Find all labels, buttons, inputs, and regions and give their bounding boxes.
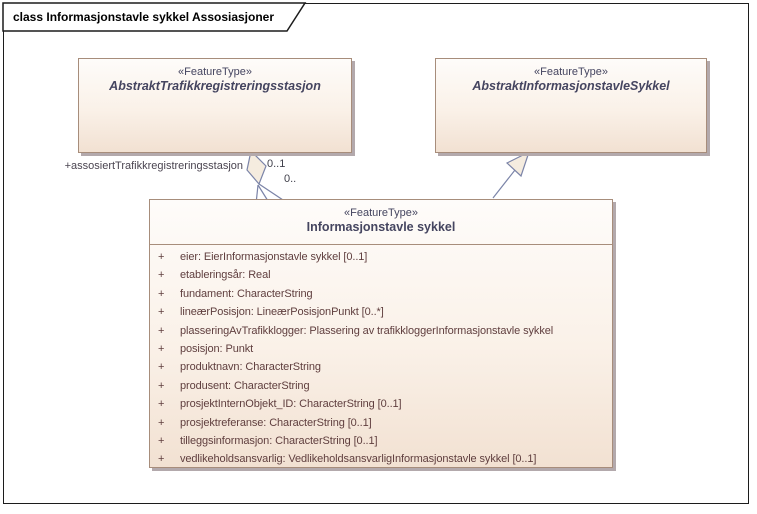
attribute-text: etableringsår: Real — [180, 269, 271, 282]
attribute-row: + fundament: CharacterString — [150, 285, 612, 303]
association-role-label: +assosiertTrafikkregistreringsstasjon — [64, 160, 243, 172]
attribute-visibility: + — [158, 251, 165, 263]
class-abstrakt-informasjonstavle-sykkel[interactable]: «FeatureType» AbstraktInformasjonstavleS… — [435, 58, 707, 153]
class-name: AbstraktTrafikkregistreringsstasjon — [109, 79, 321, 93]
attribute-row: + produsent: CharacterString — [150, 377, 612, 395]
attribute-text: plasseringAvTrafikklogger: Plassering av… — [180, 324, 554, 337]
attribute-row: + prosjektreferanse: CharacterString [0.… — [150, 414, 612, 432]
attribute-visibility: + — [158, 416, 165, 429]
association-multiplicity-far: 0.. — [284, 173, 297, 185]
class-name: AbstraktInformasjonstavleSykkel — [472, 79, 670, 93]
attribute-text: fundament: CharacterString — [180, 287, 313, 300]
association-multiplicity-near: 0..1 — [267, 158, 286, 170]
class-header: «FeatureType» Informasjonstavle sykkel — [150, 200, 612, 245]
attribute-text: vedlikeholdsansvarlig: Vedlikeholdsansva… — [180, 453, 537, 466]
attribute-text: eier: EierInformasjonstavle sykkel [0..1… — [180, 251, 368, 263]
attribute-text: produsent: CharacterString — [180, 379, 310, 392]
attribute-visibility: + — [158, 306, 165, 319]
attribute-text: produktnavn: CharacterString — [180, 361, 321, 374]
class-abstrakt-trafikkregistreringsstasjon[interactable]: «FeatureType» AbstraktTrafikkregistrerin… — [78, 58, 352, 153]
attribute-row: + produktnavn: CharacterString — [150, 358, 612, 376]
attribute-row: + etableringsår: Real — [150, 266, 612, 284]
stereotype-label: «FeatureType» — [534, 66, 608, 78]
attribute-compartment: + eier: EierInformasjonstavle sykkel [0.… — [150, 245, 612, 469]
attribute-visibility: + — [158, 287, 165, 300]
attribute-row: + posisjon: Punkt — [150, 340, 612, 358]
attribute-text: tilleggsinformasjon: CharacterString [0.… — [180, 434, 378, 447]
attribute-row: + lineærPosisjon: LineærPosisjonPunkt [0… — [150, 303, 612, 321]
attribute-visibility: + — [158, 434, 165, 447]
attribute-text: lineærPosisjon: LineærPosisjonPunkt [0..… — [180, 306, 384, 319]
stereotype-label: «FeatureType» — [344, 207, 418, 219]
attribute-visibility: + — [158, 361, 165, 374]
attribute-visibility: + — [158, 379, 165, 392]
attribute-visibility: + — [158, 453, 165, 466]
attribute-visibility: + — [158, 398, 165, 411]
attribute-visibility: + — [158, 324, 165, 337]
attribute-text: prosjektInternObjekt_ID: CharacterString… — [180, 398, 402, 411]
stereotype-label: «FeatureType» — [178, 66, 252, 78]
class-name: Informasjonstavle sykkel — [306, 220, 456, 234]
attribute-text: prosjektreferanse: CharacterString [0..1… — [180, 416, 372, 429]
attribute-row: + vedlikeholdsansvarlig: Vedlikeholdsans… — [150, 450, 612, 468]
attribute-row: + plasseringAvTrafikklogger: Plassering … — [150, 322, 612, 340]
diagram-frame — [3, 3, 749, 504]
class-informasjonstavle-sykkel[interactable]: «FeatureType» Informasjonstavle sykkel +… — [149, 199, 613, 468]
attribute-text: posisjon: Punkt — [180, 342, 254, 355]
attribute-row: + tilleggsinformasjon: CharacterString [… — [150, 432, 612, 450]
attribute-visibility: + — [158, 342, 165, 355]
attribute-visibility: + — [158, 269, 165, 282]
diagram-title: class Informasjonstavle sykkel Assosiasj… — [13, 10, 275, 24]
attribute-row: + prosjektInternObjekt_ID: CharacterStri… — [150, 395, 612, 413]
attribute-row: + eier: EierInformasjonstavle sykkel [0.… — [150, 248, 612, 266]
